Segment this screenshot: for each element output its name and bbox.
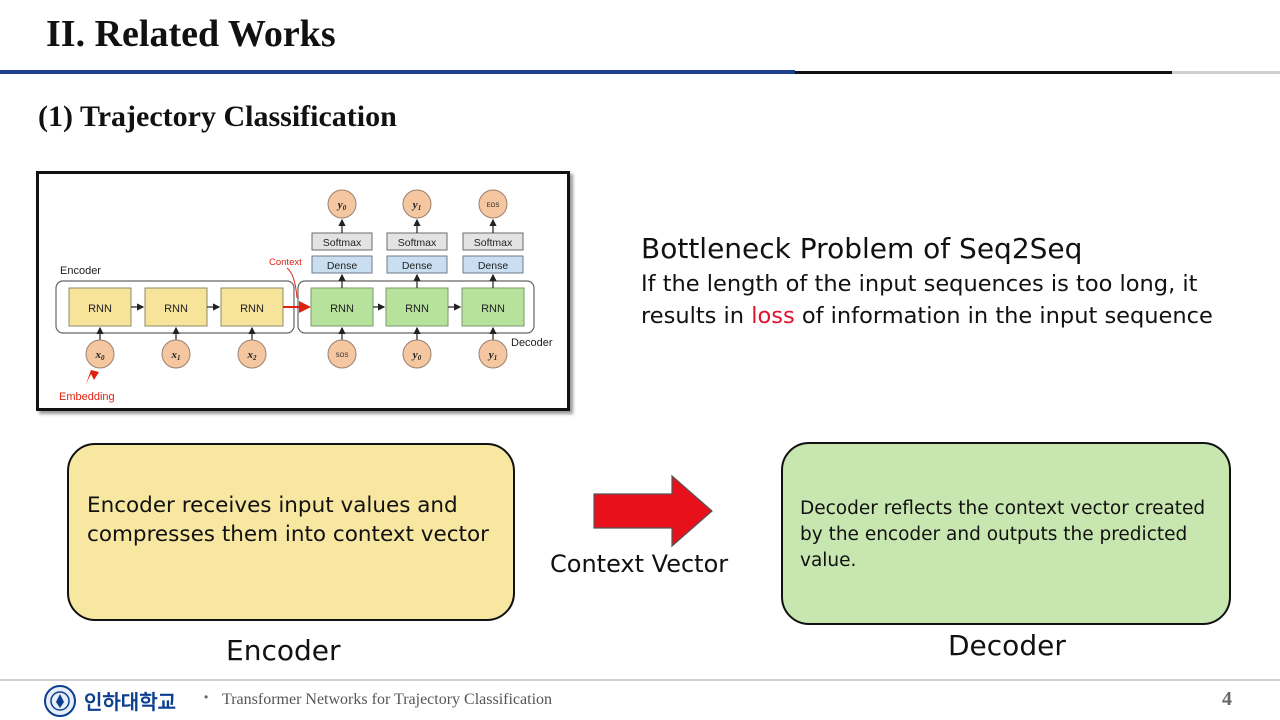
embedding-pointer [86, 370, 99, 384]
decoder-rnn-cell [461, 287, 525, 327]
bottleneck-section: Bottleneck Problem of Seq2Seq If the len… [641, 230, 1241, 332]
diagram-encoder-label: Encoder [60, 265, 101, 277]
decoder-description: Decoder reflects the context vector crea… [800, 498, 1206, 571]
slide-title: II. Related Works [46, 13, 336, 55]
output-node [327, 189, 357, 219]
page-number: 4 [1222, 688, 1232, 710]
softmax-label: Softmax [474, 237, 513, 249]
context-pointer [286, 267, 298, 299]
context-label: Context [269, 257, 302, 268]
context-vector-label: Context Vector [550, 550, 729, 578]
rnn-label: RNN [88, 303, 112, 315]
bottleneck-title: Bottleneck Problem of Seq2Seq [641, 232, 1083, 265]
embedding-label: Embedding [59, 391, 115, 403]
encoder-input-node [237, 339, 267, 369]
university-seal-icon [44, 685, 76, 717]
input-node-label: x1 [171, 349, 181, 362]
rnn-label: RNN [164, 303, 188, 315]
input-node-label: y0 [411, 349, 422, 362]
title-rule-grey [1172, 71, 1280, 74]
footer-bullet: • [204, 690, 209, 704]
title-rule [0, 70, 1280, 74]
output-node [478, 189, 508, 219]
decoder-label: Decoder [948, 629, 1066, 662]
title-rule-black [795, 71, 1172, 74]
output-node [402, 189, 432, 219]
encoder-rnn-cell [68, 287, 132, 327]
dense-layer [311, 255, 373, 274]
rnn-label: RNN [481, 303, 505, 315]
output-node-label: y1 [411, 199, 421, 212]
rnn-label: RNN [240, 303, 264, 315]
diagram-decoder-label: Decoder [511, 337, 553, 349]
decoder-input-node [327, 339, 357, 369]
section-subtitle: (1) Trajectory Classification [38, 100, 397, 133]
softmax-label: Softmax [323, 237, 362, 249]
encoder-rnn-cell [144, 287, 208, 327]
encoder-label: Encoder [226, 634, 341, 667]
output-node-label: EOS [487, 203, 500, 209]
decoder-input-node [402, 339, 432, 369]
seq2seq-diagram: Encoder Decoder Context RNN RNN RNN RNN … [36, 171, 570, 411]
dense-label: Dense [478, 260, 509, 272]
bottleneck-text: If the length of the input sequences is … [641, 268, 1241, 332]
title-rule-blue [0, 70, 795, 74]
rnn-label: RNN [330, 303, 354, 315]
input-node-label: y1 [487, 349, 497, 362]
bottleneck-text-end: of information in the input sequence [794, 303, 1213, 329]
decoder-box: Decoder reflects the context vector crea… [781, 442, 1231, 625]
input-node-label: x0 [95, 349, 106, 362]
encoder-input-node [85, 339, 115, 369]
rnn-label: RNN [405, 303, 429, 315]
seq2seq-diagram-svg: Encoder Decoder Context RNN RNN RNN RNN … [55, 189, 553, 403]
bottleneck-text-start: If the length of the input sequences is … [641, 271, 1198, 329]
dense-layer [386, 255, 448, 274]
input-node-label: x2 [247, 349, 258, 362]
loss-highlight: loss [751, 303, 795, 329]
encoder-box: Encoder receives input values and compre… [67, 443, 515, 621]
output-node-label: y0 [336, 199, 347, 212]
input-node-label: SOS [336, 353, 349, 359]
university-name: 인하대학교 [84, 690, 176, 714]
encoder-rnn-cell [220, 287, 284, 327]
dense-label: Dense [402, 260, 433, 272]
context-vector-arrow-icon [593, 474, 713, 548]
footer-title: Transformer Networks for Trajectory Clas… [222, 691, 553, 708]
dense-layer [462, 255, 524, 274]
encoder-description: Encoder receives input values and compre… [87, 493, 489, 547]
footer-rule [0, 679, 1280, 681]
dense-label: Dense [327, 260, 358, 272]
decoder-input-node [478, 339, 508, 369]
softmax-label: Softmax [398, 237, 437, 249]
encoder-input-node [161, 339, 191, 369]
